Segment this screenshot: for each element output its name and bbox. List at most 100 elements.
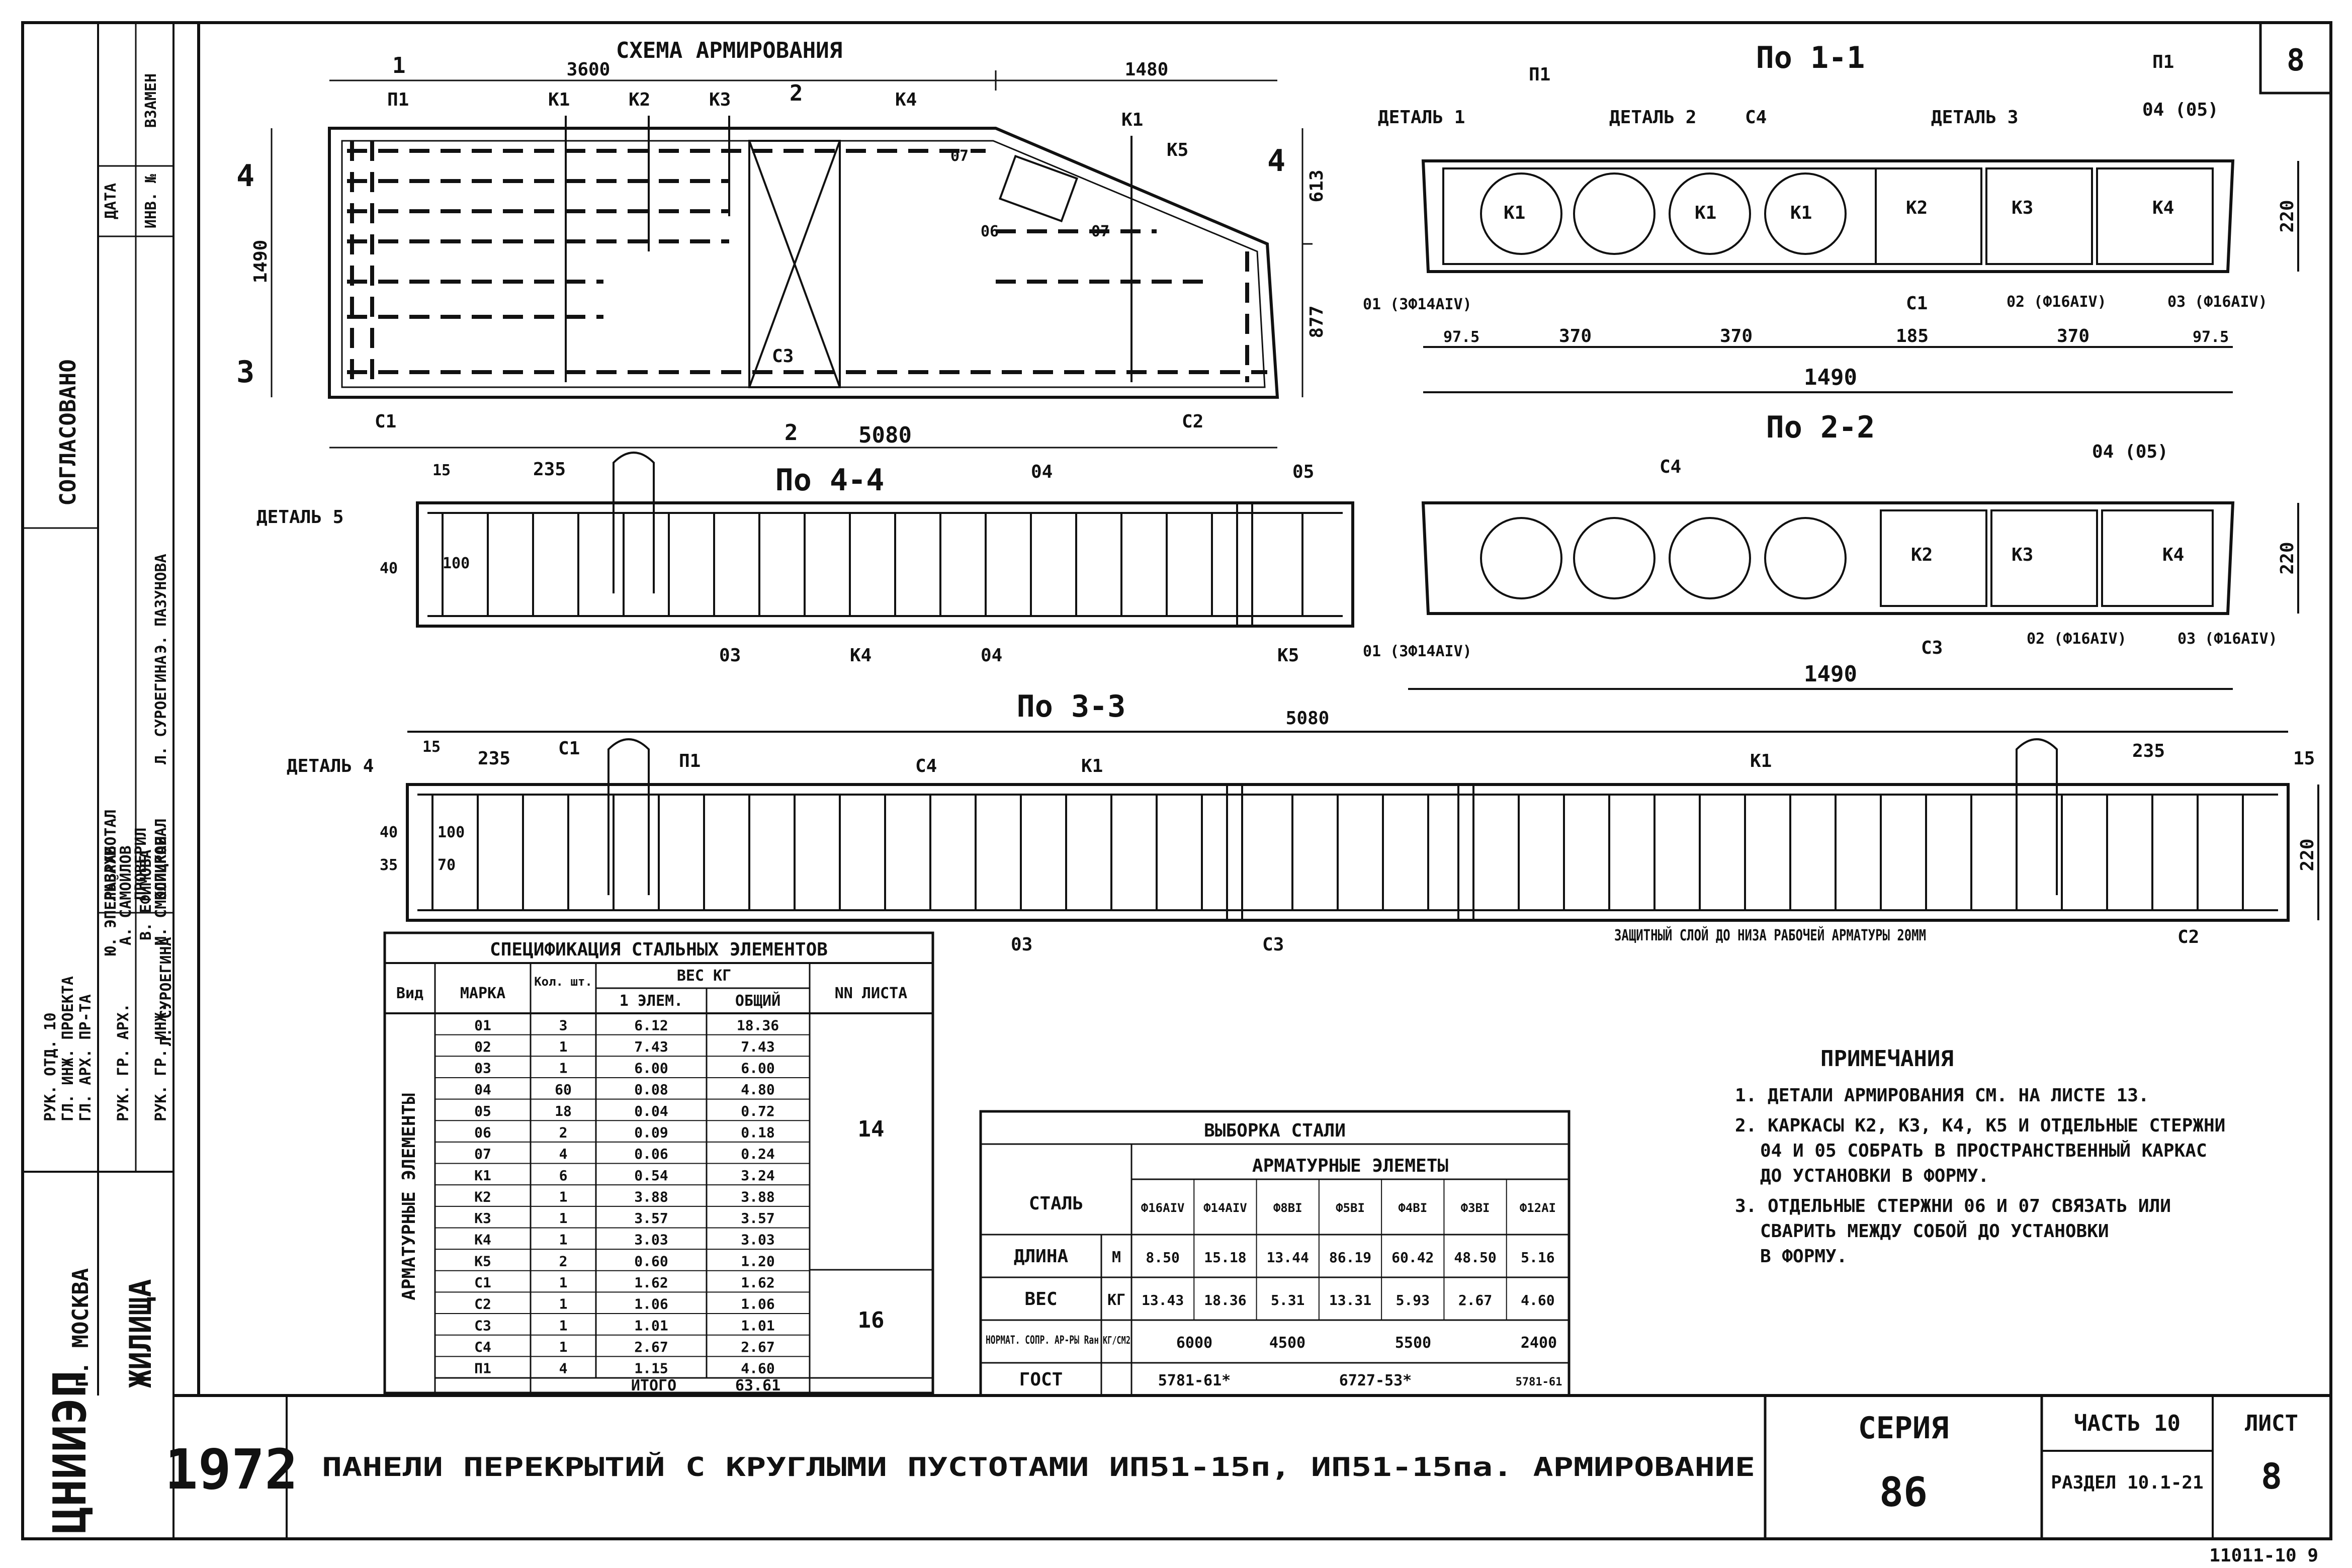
spec-table: СПЕЦИФИКАЦИЯ СТАЛЬНЫХ ЭЛЕМЕНТОВ Вид МАРК…	[383, 931, 934, 1395]
steel-norm-label: НОРМАТ. СОПР. АР-РЫ Rан	[986, 1334, 1099, 1347]
spec-cell: 07	[474, 1146, 491, 1162]
series-value: 86	[1879, 1469, 1928, 1516]
series-label: СЕРИЯ	[1858, 1411, 1949, 1446]
sec11-0405: 04 (05)	[2142, 100, 2219, 120]
steel-col-group: АРМАТУРНЫЕ ЭЛЕМЕТЫ	[1252, 1156, 1448, 1176]
scheme-title: СХЕМА АРМИРОВАНИЯ	[616, 38, 842, 63]
spec-cell: 7.43	[634, 1038, 668, 1055]
title-text: ПАНЕЛИ ПЕРЕКРЫТИЙ С КРУГЛЫМИ ПУСТОТАМИ И…	[322, 1452, 1755, 1483]
sec44-04a: 04	[1031, 462, 1053, 482]
spec-cell: 4.60	[741, 1360, 774, 1377]
spec-cell: 1	[559, 1038, 568, 1055]
mark-c2: С2	[1182, 411, 1203, 432]
steel-gost-2: 6727-53*	[1339, 1372, 1412, 1389]
stamp-role2-1: РАЗРАБОТАЛ	[102, 809, 120, 900]
sec33-d100: 100	[438, 824, 465, 841]
sec11-detail3: ДЕТАЛЬ 3	[1931, 107, 2018, 128]
spec-total-label: ИТОГО	[631, 1377, 676, 1395]
sec11-outline	[1421, 159, 2235, 273]
spec-cell: 3.03	[634, 1232, 668, 1248]
note-2a: 2. КАРКАСЫ К2, К3, К4, К5 И ОТДЕЛЬНЫЕ СТ…	[1735, 1115, 2225, 1136]
stamp-name2-1: Л. СУРОЕГИНА	[152, 655, 170, 764]
steel-length-label: ДЛИНА	[1014, 1246, 1069, 1267]
note-3b: СВАРИТЬ МЕЖДУ СОБОЙ ДО УСТАНОВКИ	[1760, 1221, 2109, 1242]
mark-k4: К4	[895, 90, 917, 110]
sheet-number-box	[2259, 21, 2332, 95]
sec11-c1: С1	[1906, 293, 1928, 314]
steel-norm-1: 6000	[1176, 1334, 1212, 1352]
spec-total-value: 63.61	[735, 1377, 780, 1395]
notes: ПРИМЕЧАНИЯ 1. ДЕТАЛИ АРМИРОВАНИЯ СМ. НА …	[1735, 1046, 2225, 1267]
sec11-height: 220	[2277, 200, 2298, 232]
spec-cell: 6	[559, 1167, 568, 1184]
cut-mark-3: 3	[236, 355, 254, 390]
steel-norm-2: 4500	[1269, 1334, 1305, 1352]
spec-cell: 1.01	[634, 1317, 668, 1334]
spec-cell: С3	[474, 1317, 491, 1334]
steel-length: 8.50	[1146, 1249, 1179, 1266]
sec22-03: 03 (Ф16АIV)	[2177, 630, 2278, 648]
mark-k3: К3	[709, 90, 731, 110]
spec-sheet-14: 14	[858, 1116, 885, 1142]
steel-table: Ф16АIV8.5013.43Ф14АIV15.1818.36Ф8ВI13.44…	[979, 1110, 1571, 1397]
sec11-k2: К2	[1906, 198, 1928, 218]
note-1: 1. ДЕТАЛИ АРМИРОВАНИЯ СМ. НА ЛИСТЕ 13.	[1735, 1085, 2149, 1106]
steel-weight: 13.31	[1329, 1292, 1371, 1309]
dim-5080: 5080	[858, 422, 912, 448]
spec-cell: 0.24	[741, 1146, 774, 1162]
stamp-date: ДАТА	[102, 183, 120, 219]
mark-07a: 07	[950, 147, 969, 165]
sheet-label: ЛИСТ	[2245, 1411, 2298, 1436]
sec11-k3: К3	[2012, 198, 2033, 218]
stamp-role-1: РУК. ОТД. 10	[42, 1012, 59, 1121]
steel-col-head: Ф5ВI	[1336, 1201, 1365, 1215]
stamp-name-1: Ю. ЭПЕЛЬБАУМ	[102, 846, 120, 955]
stamp-name-5: Л. СУРОЕГИНА	[157, 937, 175, 1046]
sec33-d15a: 15	[422, 738, 441, 756]
spec-cell: 6.12	[634, 1017, 668, 1033]
section-1-1: По 1-1 П1 ДЕТАЛЬ 1 ДЕТАЛЬ 2 С4 ДЕТАЛЬ 3 …	[1363, 40, 2299, 393]
panel-outline	[328, 127, 1279, 399]
steel-gost-1: 5781-61*	[1158, 1372, 1231, 1389]
stamp-name-4: М. СМОЛИЦКАЯ	[152, 836, 170, 945]
sec11-k1b: К1	[1695, 203, 1716, 223]
sec22-outline	[1421, 501, 2235, 615]
spec-cell: К2	[474, 1188, 491, 1205]
cut-mark-1a: 1	[392, 53, 406, 78]
sec11-title: По 1-1	[1756, 40, 1865, 75]
spec-cell: 1	[559, 1274, 568, 1291]
steel-cols: Ф16АIV8.5013.43Ф14АIV15.1818.36Ф8ВI13.44…	[1141, 1179, 1556, 1320]
sec33-stirrups	[431, 795, 2244, 910]
spec-cell: 18	[555, 1103, 572, 1119]
spec-cell: 0.60	[634, 1253, 668, 1269]
sec22-c3: С3	[1921, 638, 1943, 658]
stamp-role-5: РУК. ГР. ИНЖ.	[152, 1003, 170, 1121]
steel-title: ВЫБОРКА СТАЛИ	[1204, 1120, 1346, 1141]
steel-col-head: Ф16АIV	[1141, 1201, 1185, 1215]
sec33-d15b: 15	[2293, 748, 2315, 769]
spec-cell: 1	[559, 1339, 568, 1355]
spec-cell: 0.08	[634, 1081, 668, 1098]
spec-cell: 0.09	[634, 1124, 668, 1141]
spec-cell: 4	[559, 1146, 568, 1162]
sec11-p1a: П1	[1529, 64, 1550, 85]
sec44-stirrups	[442, 513, 1303, 616]
sec22-k3: К3	[2012, 545, 2033, 565]
cut-mark-4b: 4	[1267, 143, 1285, 179]
sec11-total: 1490	[1804, 365, 1857, 390]
stamp-agreed: СОГЛАСОВАНО	[55, 359, 81, 505]
note-2b: 04 И 05 СОБРАТЬ В ПРОСТРАНСТВЕННЫЙ КАРКА…	[1760, 1140, 2207, 1161]
spec-cell: 0.18	[741, 1124, 774, 1141]
spec-title: СПЕЦИФИКАЦИЯ СТАЛЬНЫХ ЭЛЕМЕНТОВ	[490, 939, 828, 960]
steel-length: 60.42	[1391, 1249, 1434, 1266]
sec22-k2: К2	[1911, 545, 1933, 565]
spec-cell: 1.62	[741, 1274, 774, 1291]
part-label: ЧАСТЬ 10	[2074, 1411, 2181, 1436]
sec33-d70: 70	[438, 856, 456, 874]
sec11-d2: 370	[1559, 326, 1592, 346]
stamp-inv: ИНВ. №	[142, 173, 160, 228]
sec33-d235b: 235	[2132, 741, 2165, 761]
sec44-d40: 40	[380, 560, 398, 577]
sec33-p1: П1	[679, 751, 701, 771]
stamp-role2-2: ПРОВЕРИЛ	[132, 828, 150, 901]
